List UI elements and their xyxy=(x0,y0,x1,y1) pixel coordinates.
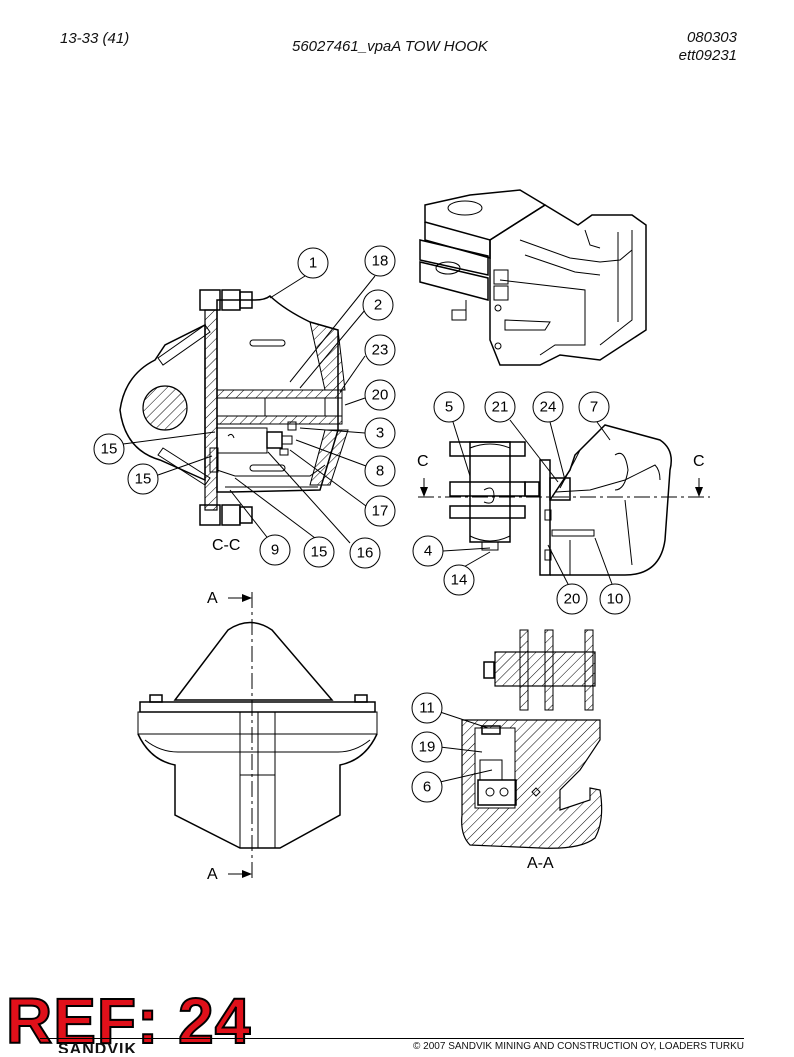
date-code: 080303 xyxy=(686,29,737,46)
leader-lines xyxy=(122,275,613,783)
svg-text:8: 8 xyxy=(376,463,384,480)
callout-23: 23 xyxy=(364,334,396,366)
cut-label-c-right: C xyxy=(693,453,705,470)
callout-7: 7 xyxy=(578,391,610,423)
svg-text:16: 16 xyxy=(357,545,374,562)
svg-text:2: 2 xyxy=(374,297,382,314)
callout-6: 6 xyxy=(411,771,443,803)
callout-21: 21 xyxy=(484,391,516,423)
svg-text:11: 11 xyxy=(419,700,435,717)
ref-label: REF: 24 xyxy=(5,984,252,1057)
svg-text:18: 18 xyxy=(372,253,389,270)
callout-20: 20 xyxy=(364,379,396,411)
callout-2: 2 xyxy=(362,289,394,321)
isometric-view xyxy=(419,189,647,366)
section-aa-view xyxy=(461,629,603,849)
svg-text:20: 20 xyxy=(564,591,581,608)
svg-text:4: 4 xyxy=(424,543,432,560)
svg-text:17: 17 xyxy=(372,503,389,520)
callout-20-b: 20 xyxy=(556,583,588,615)
section-cc-view xyxy=(119,289,349,526)
front-view xyxy=(137,592,378,880)
callout-14: 14 xyxy=(443,564,475,596)
svg-text:1: 1 xyxy=(309,255,317,272)
side-view xyxy=(418,424,710,576)
callout-3: 3 xyxy=(364,417,396,449)
svg-text:14: 14 xyxy=(451,572,468,589)
svg-text:15: 15 xyxy=(101,441,118,458)
document-title: 56027461_vpaA TOW HOOK xyxy=(292,38,488,55)
copyright-text: © 2007 SANDVIK MINING AND CONSTRUCTION O… xyxy=(413,1041,744,1052)
callout-balloons: 1 18 2 23 20 3 15 15 8 17 9 15 16 5 21 2… xyxy=(93,245,631,803)
page-number: 13-33 (41) xyxy=(60,30,130,47)
callout-8: 8 xyxy=(364,455,396,487)
callout-24: 24 xyxy=(532,391,564,423)
svg-text:15: 15 xyxy=(311,544,328,561)
callout-18: 18 xyxy=(364,245,396,277)
svg-text:19: 19 xyxy=(419,739,436,756)
svg-text:5: 5 xyxy=(445,399,453,416)
cut-label-a-top: A xyxy=(207,590,218,607)
callout-9: 9 xyxy=(259,534,291,566)
callout-4: 4 xyxy=(412,535,444,567)
section-label-cc: C-C xyxy=(212,537,240,554)
svg-text:10: 10 xyxy=(607,591,624,608)
sandvik-logo: SANDVIK xyxy=(58,1041,138,1053)
drawing-code: ett09231 xyxy=(678,47,737,64)
callout-5: 5 xyxy=(433,391,465,423)
svg-text:24: 24 xyxy=(540,399,557,416)
callout-11: 11 xyxy=(411,692,443,724)
svg-text:20: 20 xyxy=(372,387,389,404)
callout-10: 10 xyxy=(599,583,631,615)
section-label-aa: A-A xyxy=(527,855,554,872)
callout-15-b: 15 xyxy=(127,463,159,495)
svg-text:9: 9 xyxy=(271,542,279,559)
callout-15-c: 15 xyxy=(303,536,335,568)
callout-1: 1 xyxy=(297,247,329,279)
svg-text:6: 6 xyxy=(423,779,431,796)
document-code: 080303 ett09231 xyxy=(679,29,737,65)
svg-text:7: 7 xyxy=(590,399,598,416)
footer-rule xyxy=(40,1038,744,1039)
cut-label-c-left: C xyxy=(417,453,429,470)
svg-text:3: 3 xyxy=(376,425,384,442)
svg-text:15: 15 xyxy=(135,471,152,488)
callout-19: 19 xyxy=(411,731,443,763)
callout-16: 16 xyxy=(349,537,381,569)
svg-text:21: 21 xyxy=(492,399,509,416)
callout-17: 17 xyxy=(364,495,396,527)
callout-15-a: 15 xyxy=(93,433,125,465)
cut-label-a-bottom: A xyxy=(207,866,218,883)
svg-text:23: 23 xyxy=(372,342,389,359)
